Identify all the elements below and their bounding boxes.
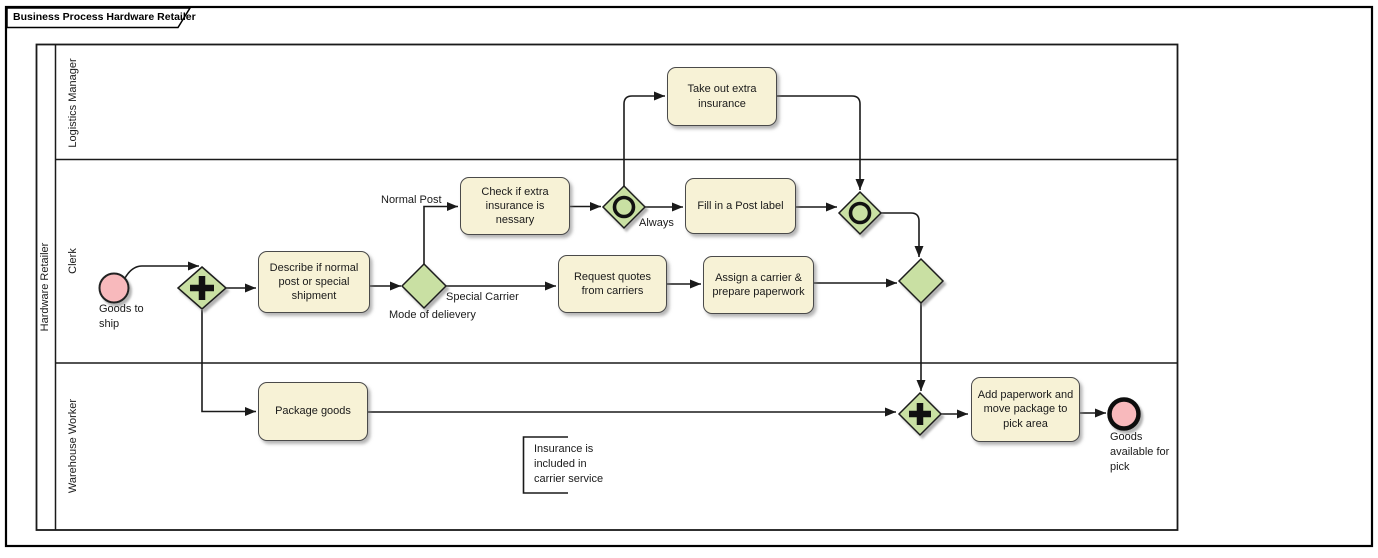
task-label: Take out extra insurance xyxy=(687,83,757,110)
flow-split-to-package-goods xyxy=(201,310,256,416)
task-add-paperwork[interactable]: Add paperwork and move package to pick a… xyxy=(971,377,1080,442)
parallel-plus-icon xyxy=(190,276,214,300)
task-package-goods[interactable]: Package goods xyxy=(258,382,368,441)
task-fill-in-post-label[interactable]: Fill in a Post label xyxy=(685,178,796,234)
task-describe-normal-or-special[interactable]: Describe if normal post or special shipm… xyxy=(258,251,370,313)
task-label: Check if extra insurance is nessary xyxy=(481,185,549,227)
task-label: Fill in a Post label xyxy=(697,199,784,212)
inclusive-circle-icon xyxy=(612,195,636,219)
flow-start-to-split xyxy=(124,261,199,279)
diagram-title: Business Process Hardware Retailer xyxy=(13,11,196,23)
sequence-flows xyxy=(124,91,1106,419)
gateway-parallel-split[interactable] xyxy=(176,266,228,310)
flow-label-special-carrier: Special Carrier xyxy=(446,291,519,303)
task-label: Request quotes from carriers xyxy=(573,270,652,297)
gateway-parallel-join[interactable] xyxy=(897,391,943,437)
annotation-text: Insurance is included in carrier service xyxy=(534,443,604,485)
gateway-merge-exclusive[interactable] xyxy=(897,257,945,305)
task-assign-carrier[interactable]: Assign a carrier & prepare paperwork xyxy=(703,256,814,314)
task-take-out-extra-insurance[interactable]: Take out extra insurance xyxy=(667,67,777,126)
flow-inclusive1-to-take-out xyxy=(623,91,665,186)
annotation-bracket xyxy=(522,436,568,494)
end-event[interactable] xyxy=(1107,397,1141,431)
task-check-extra-insurance[interactable]: Check if extra insurance is nessary xyxy=(460,177,570,235)
flow-label-normal-post: Normal Post xyxy=(381,194,442,206)
diagram-frame xyxy=(4,5,1374,548)
gateway-inclusive-1[interactable] xyxy=(601,184,647,230)
pool-name-label: Hardware Retailer xyxy=(39,242,51,331)
task-label: Assign a carrier & prepare paperwork xyxy=(712,271,805,298)
lane-label-warehouse-worker: Warehouse Worker xyxy=(67,399,79,493)
flow-take-out-to-inclusive2 xyxy=(777,95,865,190)
start-event[interactable] xyxy=(98,272,130,304)
gateway-mode-of-delivery[interactable] xyxy=(400,262,448,310)
flow-label-always: Always xyxy=(639,217,674,229)
pool-border xyxy=(35,43,1179,531)
lane-label-logistics-manager: Logistics Manager xyxy=(67,58,79,148)
gateway-inclusive-2[interactable] xyxy=(837,190,883,236)
task-label: Add paperwork and move package to pick a… xyxy=(977,389,1074,430)
gateway-label-mode-of-delivery: Mode of delievery xyxy=(389,309,476,321)
title-tab[interactable] xyxy=(6,7,192,29)
task-label: Package goods xyxy=(275,405,351,418)
start-event-label: Goods to ship xyxy=(99,303,144,330)
end-event-label: Goods available for pick xyxy=(1110,431,1170,473)
pool-hardware-retailer[interactable]: Hardware Retailer Logistics Manager Cler… xyxy=(35,43,1179,531)
task-request-quotes[interactable]: Request quotes from carriers xyxy=(558,255,667,313)
flow-inclusive2-to-merge xyxy=(881,212,924,257)
lane-label-clerk: Clerk xyxy=(67,248,79,274)
flow-normal-post xyxy=(423,202,458,264)
task-label: Describe if normal post or special shipm… xyxy=(269,261,359,303)
parallel-plus-icon xyxy=(909,403,931,425)
inclusive-circle-icon xyxy=(848,201,872,225)
